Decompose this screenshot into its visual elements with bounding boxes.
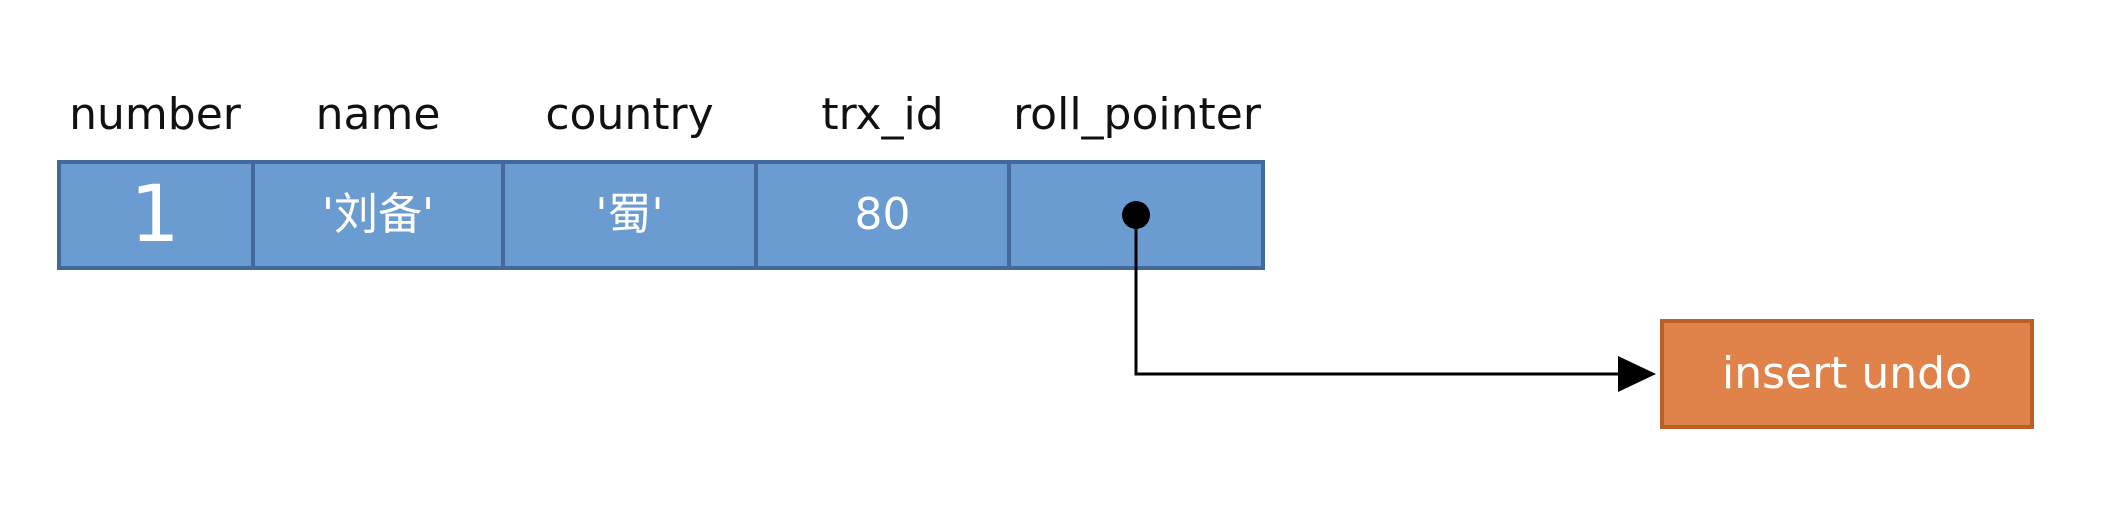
cell-divider — [251, 160, 255, 270]
header-country: country — [545, 89, 714, 140]
cell-divider — [754, 160, 758, 270]
cell-trx-id: 80 — [854, 189, 911, 240]
cell-roll-pointer — [1009, 160, 1265, 270]
cell-name: '刘备' — [321, 189, 435, 240]
header-name: name — [315, 89, 441, 140]
cell-country: '蜀' — [595, 189, 664, 240]
record-row — [57, 160, 1265, 270]
arrowhead-icon — [1618, 356, 1656, 392]
insert-undo-box: insert undo — [1660, 319, 2034, 429]
header-number: number — [69, 89, 241, 140]
header-roll-pointer: roll_pointer — [1013, 89, 1261, 140]
cell-number: 1 — [130, 170, 180, 260]
cell-divider — [501, 160, 505, 270]
header-trx-id: trx_id — [821, 89, 944, 140]
cell-divider — [1007, 160, 1011, 270]
